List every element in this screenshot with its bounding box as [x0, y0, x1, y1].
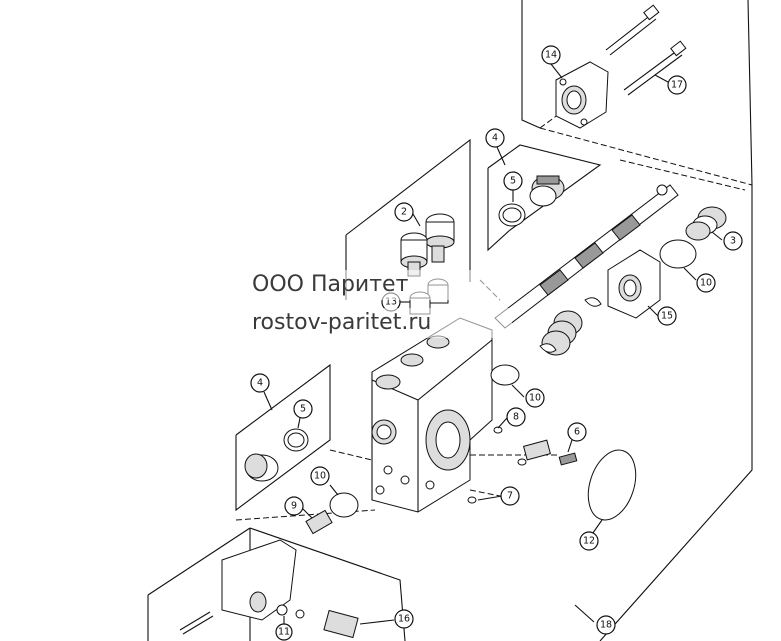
callout-8: 8 — [506, 407, 526, 427]
relief-valve-part-2 — [400, 213, 455, 277]
o-ring-part-12 — [587, 449, 637, 521]
callout-6: 6 — [567, 422, 587, 442]
svg-text:10: 10 — [700, 278, 712, 289]
flange-part-14 — [555, 61, 609, 129]
svg-text:16: 16 — [398, 614, 410, 625]
svg-text:9: 9 — [291, 501, 297, 512]
long-bolt-part — [605, 4, 660, 56]
spool-part — [494, 184, 679, 329]
callout-5-left: 5 — [293, 399, 313, 419]
callout-2: 2 — [394, 202, 414, 222]
svg-text:7: 7 — [507, 491, 513, 502]
callout-12: 12 — [579, 531, 599, 551]
callout-17: 17 — [667, 75, 687, 95]
svg-text:5: 5 — [510, 176, 516, 187]
svg-text:10: 10 — [314, 471, 326, 482]
spring-part-3 — [685, 206, 727, 241]
callout-10-middle: 10 — [525, 388, 545, 408]
assembly-frame — [147, 0, 753, 641]
callout-18: 18 — [596, 615, 616, 635]
svg-text:8: 8 — [513, 412, 519, 423]
callout-10-upper: 10 — [696, 273, 716, 293]
svg-text:4: 4 — [492, 133, 498, 144]
callout-11: 11 — [275, 623, 293, 641]
svg-text:10: 10 — [529, 393, 541, 404]
spring-part-middle — [539, 297, 602, 356]
svg-text:17: 17 — [671, 80, 683, 91]
callout-15: 15 — [657, 306, 677, 326]
svg-text:3: 3 — [730, 236, 736, 247]
callout-16: 16 — [394, 609, 414, 629]
valve-body — [371, 317, 493, 513]
leader-lines — [263, 63, 723, 632]
plug-assembly-top — [498, 175, 565, 227]
callout-3: 3 — [723, 231, 743, 251]
callout-9: 9 — [284, 496, 304, 516]
small-seal-parts — [467, 426, 527, 504]
watermark-company: ООО Паритет — [252, 270, 512, 300]
plug-assembly-left — [235, 363, 331, 512]
svg-text:2: 2 — [401, 207, 407, 218]
spring-part-9 — [305, 509, 333, 535]
callout-14: 14 — [541, 45, 561, 65]
callout-4-top: 4 — [485, 128, 505, 148]
bolt-flange-group — [539, 4, 687, 129]
callout-5-top: 5 — [503, 171, 523, 191]
svg-text:11: 11 — [278, 627, 290, 638]
o-ring-part-10b — [490, 364, 520, 386]
svg-text:12: 12 — [583, 536, 595, 547]
callout-7: 7 — [500, 486, 520, 506]
svg-text:6: 6 — [574, 427, 580, 438]
flange-part-15 — [607, 249, 661, 319]
svg-text:5: 5 — [300, 404, 306, 415]
lower-subassembly — [179, 527, 406, 641]
svg-text:15: 15 — [661, 311, 673, 322]
watermark-site: rostov-paritet.ru — [252, 308, 512, 338]
o-ring-part-10c — [329, 492, 359, 518]
svg-text:4: 4 — [257, 378, 263, 389]
svg-text:14: 14 — [545, 50, 557, 61]
svg-text:13: 13 — [385, 297, 397, 308]
callout-4-left: 4 — [250, 373, 270, 393]
callouts: 14 17 4 5 2 3 10 15 13 10 4 5 8 6 10 — [250, 45, 743, 641]
o-ring-part-10 — [659, 239, 697, 269]
svg-text:18: 18 — [600, 620, 612, 631]
plug-part-6 — [522, 439, 578, 466]
callout-10-left: 10 — [310, 466, 330, 486]
